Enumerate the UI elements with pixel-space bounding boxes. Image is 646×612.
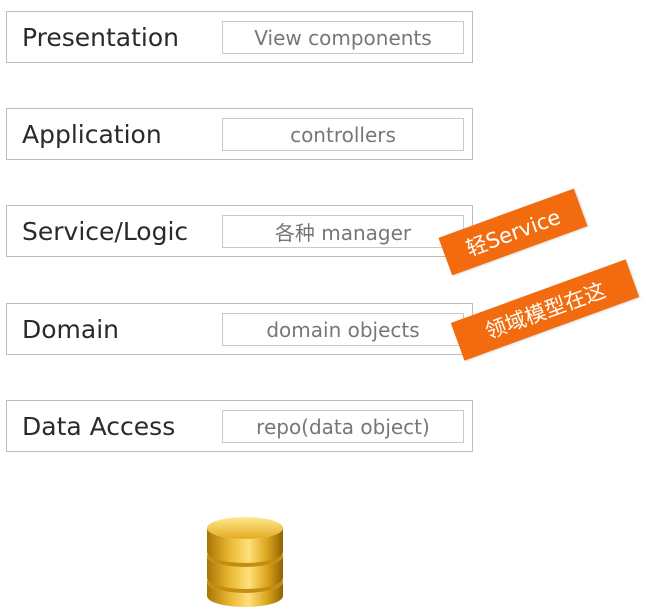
light-service-tag: 轻Service xyxy=(438,188,588,276)
layer-domain: Domain domain objects xyxy=(6,303,473,355)
layer-name: Presentation xyxy=(22,22,180,52)
layer-service-logic: Service/Logic 各种 manager xyxy=(6,205,473,257)
database-icon xyxy=(203,512,287,612)
layer-name: Application xyxy=(22,119,162,149)
layer-data-access: Data Access repo(data object) xyxy=(6,400,473,452)
layer-detail: repo(data object) xyxy=(222,410,464,443)
layer-detail: View components xyxy=(222,21,464,54)
layer-detail: 各种 manager xyxy=(222,215,464,248)
domain-model-tag: 领域模型在这 xyxy=(450,259,640,361)
layer-detail: domain objects xyxy=(222,313,464,346)
layer-name: Domain xyxy=(22,314,120,344)
layer-name: Service/Logic xyxy=(22,216,189,246)
layer-name: Data Access xyxy=(22,411,176,441)
layer-presentation: Presentation View components xyxy=(6,11,473,63)
layer-detail: controllers xyxy=(222,118,464,151)
layer-application: Application controllers xyxy=(6,108,473,160)
